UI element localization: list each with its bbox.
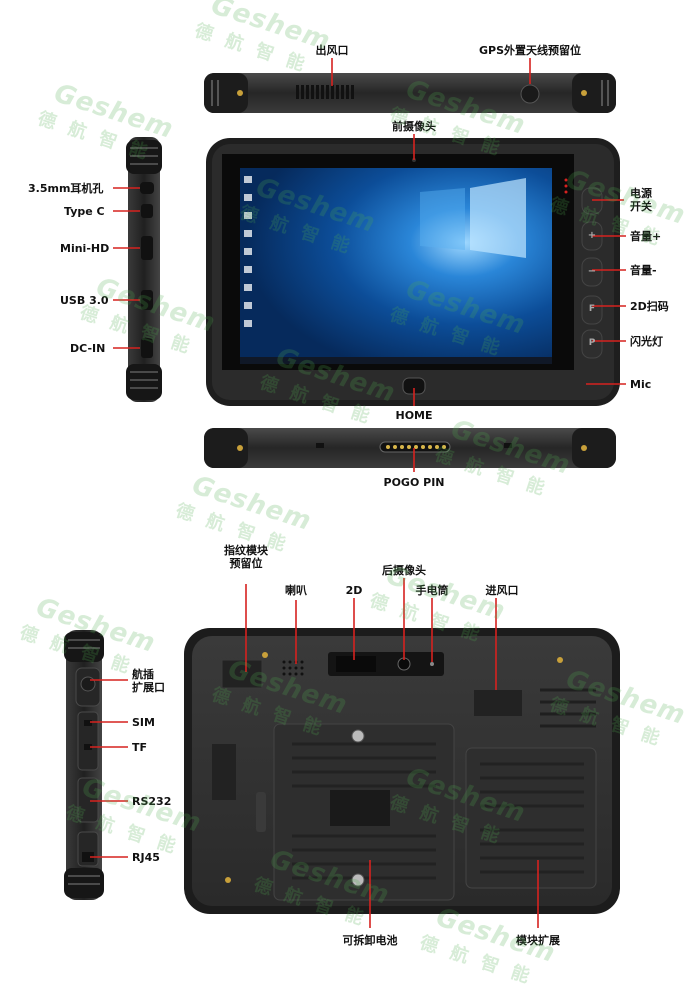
label-sim: SIM — [132, 716, 155, 729]
label-fingerprint-line2: 预留位 — [229, 557, 263, 570]
label-fingerprint-line1: 指纹模块 — [224, 544, 268, 557]
volume-down-glyph: − — [587, 266, 597, 277]
bottom-edge-view — [204, 428, 616, 468]
label-power-switch: 电源 开关 — [630, 187, 664, 213]
top-edge-view — [204, 73, 616, 113]
label-volume-down: 音量- — [630, 264, 657, 277]
front-view — [206, 138, 620, 406]
label-power-line1: 电源 — [630, 187, 652, 200]
label-aviation-line1: 航插 — [132, 668, 154, 681]
label-usb3: USB 3.0 — [60, 294, 109, 307]
pointer-lines — [90, 58, 626, 928]
label-vent-top: 出风口 — [315, 44, 349, 57]
label-aviation-plug: 航插 扩展口 — [132, 668, 176, 694]
label-tf: TF — [132, 741, 148, 754]
label-aviation-line2: 扩展口 — [132, 681, 165, 694]
label-rj45: RJ45 — [132, 851, 160, 864]
label-torch: 手电筒 — [415, 584, 449, 597]
label-front-camera: 前摄像头 — [392, 120, 436, 133]
label-mini-hd: Mini-HD — [60, 242, 110, 255]
label-headphone-jack: 3.5mm耳机孔 — [28, 182, 104, 195]
label-gps-reserve: GPS外置天线预留位 — [478, 44, 582, 57]
label-home: HOME — [395, 409, 433, 422]
p-key-glyph: P — [588, 338, 596, 348]
label-2d-back: 2D — [345, 584, 363, 597]
label-pogo-pin: POGO PIN — [383, 476, 445, 489]
label-removable-battery: 可拆卸电池 — [342, 934, 398, 947]
right-side-profile — [64, 630, 104, 900]
label-vent-in: 进风口 — [485, 584, 519, 597]
f-key-glyph: F — [588, 304, 596, 314]
label-module-expansion: 模块扩展 — [516, 934, 560, 947]
back-view — [184, 628, 620, 914]
label-fingerprint-reserve: 指纹模块 预留位 — [218, 544, 274, 570]
volume-up-glyph: + — [587, 230, 597, 241]
label-rs232: RS232 — [132, 795, 172, 808]
label-type-c: Type C — [64, 205, 105, 218]
left-side-profile — [126, 137, 162, 402]
label-rear-camera: 后摄像头 — [382, 564, 426, 577]
label-power-line2: 开关 — [630, 200, 652, 213]
label-2d-scan: 2D扫码 — [630, 300, 669, 313]
label-volume-up: 音量+ — [630, 230, 662, 243]
label-flash-light: 闪光灯 — [630, 335, 663, 348]
label-mic: Mic — [630, 378, 652, 391]
label-speaker: 喇叭 — [285, 584, 307, 597]
label-dc-in: DC-IN — [70, 342, 106, 355]
